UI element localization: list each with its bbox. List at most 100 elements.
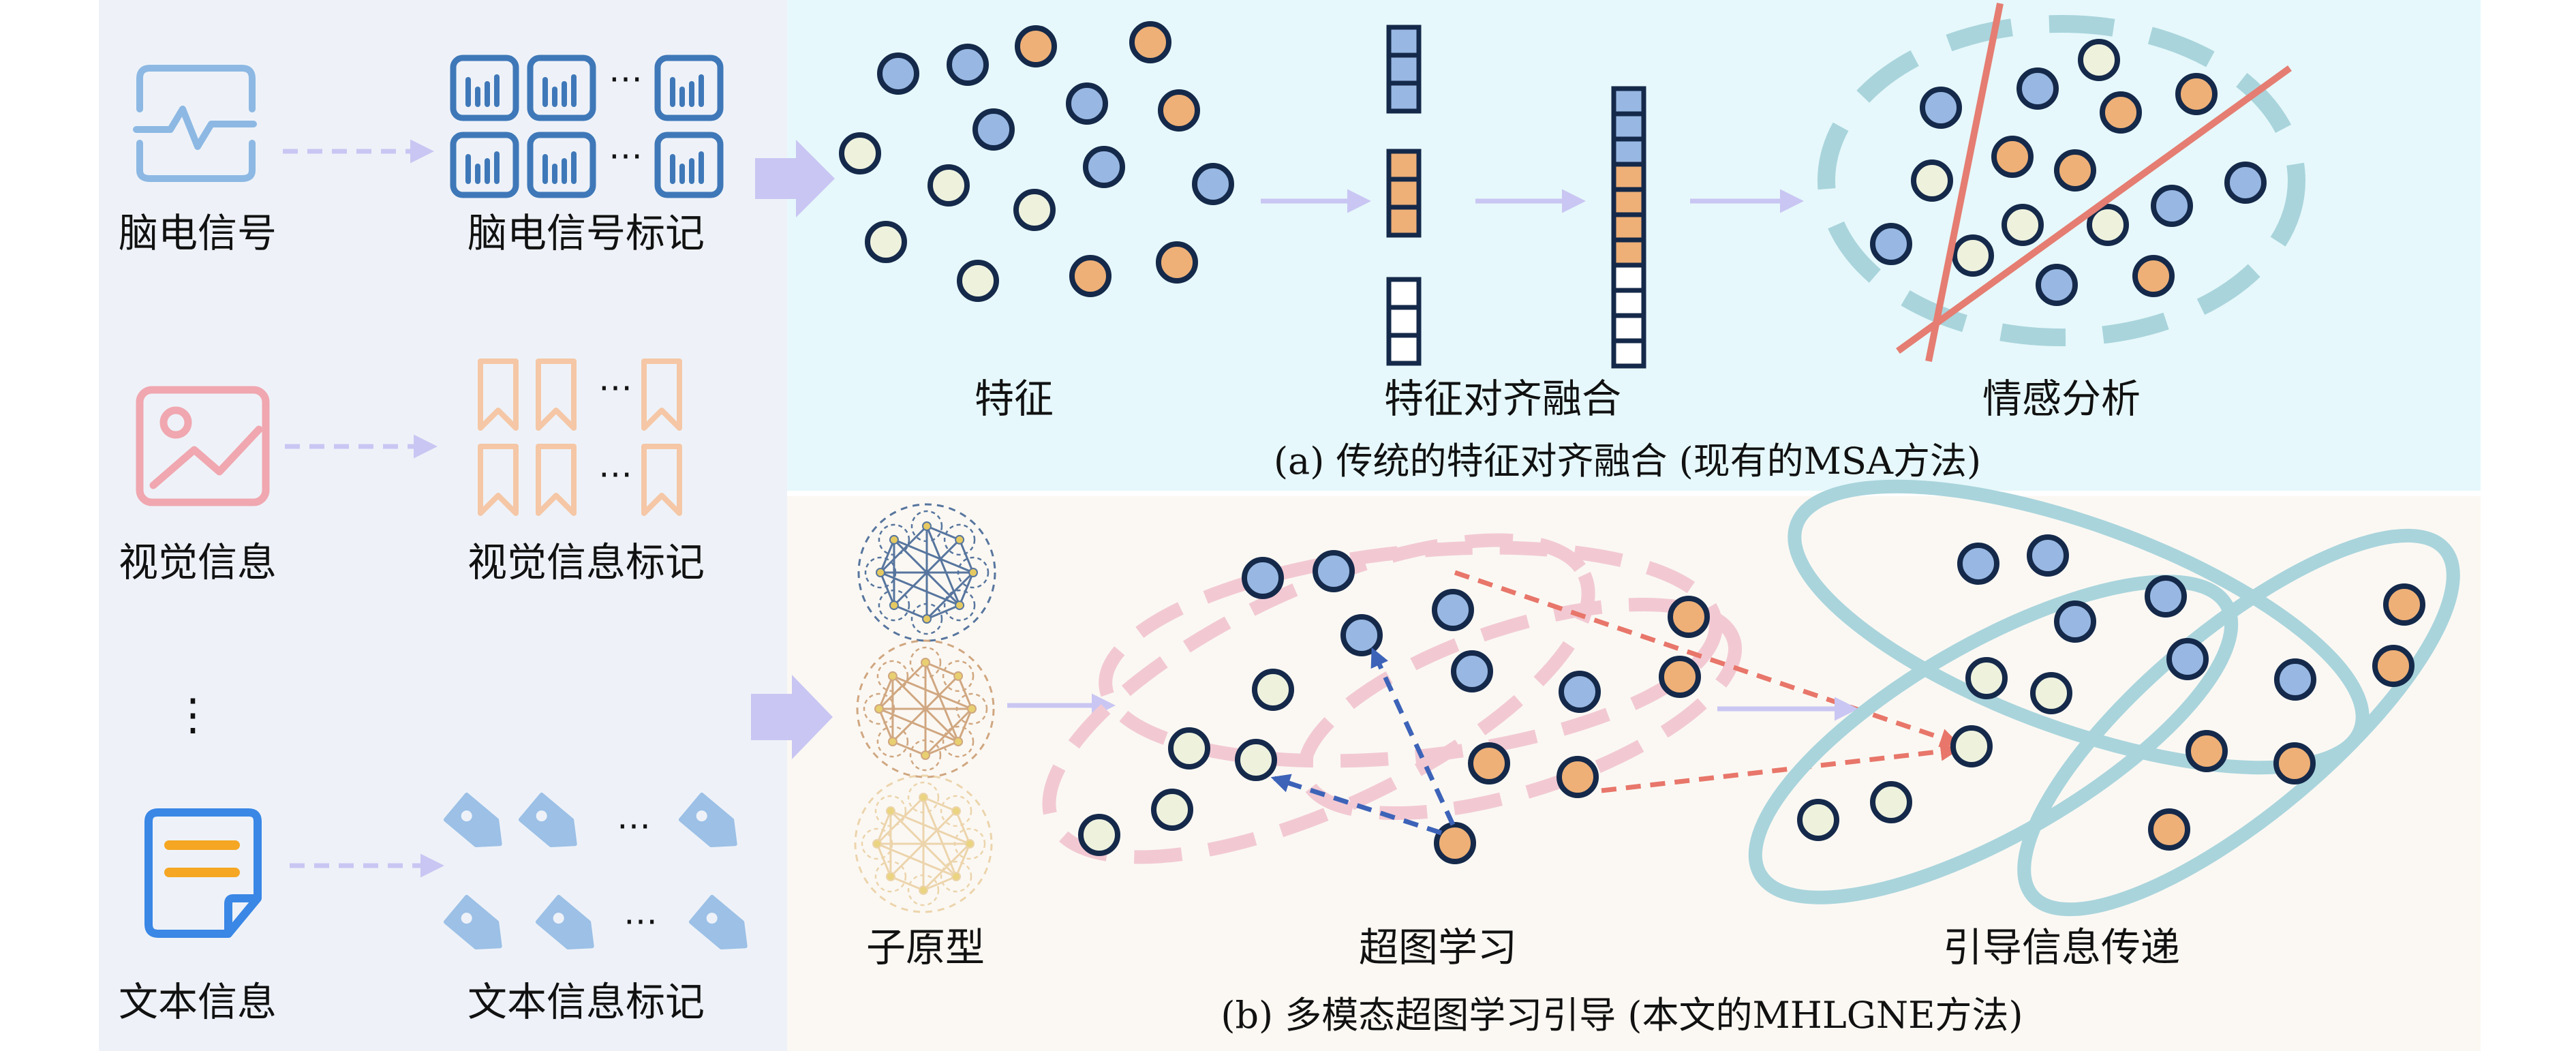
- hypergraph-nodes: [1078, 550, 1710, 864]
- modality-cell: [1386, 277, 1422, 310]
- feature-node-4: [1129, 21, 1171, 63]
- sentiment-node-9: [2224, 162, 2267, 204]
- hypergraph-node-9: [1252, 669, 1294, 711]
- sentiment-node-4: [2100, 91, 2142, 134]
- fused-cell: [1611, 338, 1646, 369]
- guided-node-12: [2186, 730, 2228, 772]
- bar-chart-token-icon: [527, 55, 596, 121]
- bookmark-token-icon: [536, 359, 577, 431]
- eeg-token-ellipsis-1: ⋯: [609, 59, 643, 98]
- alignment-label: 特征对齐融合: [1384, 376, 1621, 422]
- network-graph-icon: [854, 774, 993, 913]
- guided-node-3: [2054, 600, 2096, 643]
- hypergraph-node-14: [1151, 789, 1193, 831]
- price-tag-token-icon: [678, 792, 737, 847]
- fused-cell: [1611, 162, 1646, 192]
- caption-b: (b) 多模态超图学习引导 (本文的MHLGNE方法): [1221, 994, 2023, 1037]
- bookmark-token-icon: [478, 444, 519, 516]
- red-dashed-arrow-2: [1601, 742, 1960, 793]
- feature-node-8: [1158, 89, 1200, 132]
- hypergraph-node-5: [1451, 650, 1493, 692]
- sentiment-node-11: [1952, 234, 1994, 277]
- fused-cell: [1611, 111, 1646, 142]
- visual-info-label: 视觉信息: [119, 539, 277, 585]
- feature-node-3: [1015, 25, 1057, 67]
- modality-feature-columns: [1386, 25, 1422, 366]
- sentiment-node-16: [2132, 255, 2175, 297]
- blue-dashed-arrow-1: [1370, 647, 1456, 826]
- modality-cell: [1386, 149, 1422, 182]
- modality-cell: [1386, 204, 1422, 238]
- sentiment-node-7: [1991, 136, 2034, 178]
- guided-node-6: [2383, 583, 2425, 626]
- hypergraph-node-16: [1434, 822, 1476, 864]
- blue-dashed-arrow-2: [1270, 774, 1443, 836]
- feature-node-9: [927, 164, 970, 207]
- network-graph-icon: [857, 503, 996, 642]
- hypergraph-label: 超图学习: [1359, 924, 1517, 971]
- text-token-ellipsis-1: ⋯: [617, 806, 651, 845]
- big-arrow-top: [755, 140, 835, 217]
- price-tag-token-icon: [688, 894, 748, 949]
- fused-cell: [1611, 212, 1646, 243]
- visual-token-ellipsis-2: ⋯: [598, 454, 632, 493]
- bookmark-token-icon: [641, 444, 682, 516]
- hypergraph-node-12: [1468, 742, 1510, 785]
- eeg-signal-label: 脑电信号: [119, 210, 277, 256]
- feature-node-2: [947, 44, 989, 86]
- sentiment-label: 情感分析: [1982, 376, 2141, 422]
- hypergraph-node-2: [1313, 550, 1355, 592]
- feature-node-7: [1066, 82, 1108, 125]
- price-tag-token-icon: [443, 894, 502, 949]
- bookmark-token-icon: [536, 444, 577, 516]
- guided-node-10: [2030, 672, 2072, 714]
- bar-chart-token-icon: [654, 132, 724, 198]
- guided-node-9: [1965, 657, 2008, 699]
- bar-chart-token-icon: [450, 55, 519, 121]
- guided-node-15: [1797, 799, 1839, 841]
- hypergraph-node-7: [1668, 596, 1710, 638]
- red-dashed-arrow-1: [1454, 570, 1960, 748]
- guided-node-14: [1870, 781, 1912, 823]
- guided-node-1: [1957, 543, 1999, 585]
- guided-node-8: [2274, 658, 2316, 701]
- visual-token-label: 视觉信息标记: [467, 539, 705, 585]
- guided-node-7: [2372, 645, 2414, 687]
- fused-cell: [1611, 313, 1646, 344]
- features-label: 特征: [975, 376, 1054, 422]
- guided-node-2: [2027, 534, 2069, 577]
- sub-prototype-graphs: [854, 503, 996, 913]
- guided-label: 引导信息传递: [1943, 924, 2180, 971]
- feature-node-14: [957, 260, 999, 302]
- sentiment-node-3: [2078, 39, 2120, 81]
- price-tag-token-icon: [443, 792, 502, 847]
- feature-node-10: [1013, 189, 1056, 231]
- fused-cell: [1611, 187, 1646, 217]
- caption-a: (a) 传统的特征对齐融合 (现有的MSA方法): [1274, 440, 1981, 483]
- feature-node-11: [1083, 146, 1125, 188]
- modality-cell: [1386, 25, 1422, 58]
- modality-cell: [1386, 52, 1422, 86]
- bar-chart-token-icon: [654, 55, 724, 121]
- hypergraph-node-3: [1432, 589, 1474, 631]
- image-mountain-icon: [136, 386, 270, 506]
- sentiment-node-13: [2087, 204, 2129, 246]
- sentiment-node-8: [2054, 149, 2096, 192]
- price-tag-token-icon: [518, 792, 577, 847]
- price-tag-token-icon: [535, 894, 594, 949]
- text-info-label: 文本信息: [119, 979, 277, 1025]
- hypergraph-node-11: [1235, 739, 1277, 781]
- sentiment-cluster-ellipse: [1818, 15, 2305, 346]
- modality-cell: [1386, 177, 1422, 210]
- hypergraph-node-1: [1242, 557, 1284, 599]
- feature-node-5: [839, 132, 881, 174]
- sentiment-node-1: [1920, 87, 1962, 129]
- sentiment-node-5: [2175, 73, 2218, 115]
- bookmark-token-icon: [641, 359, 682, 431]
- left-panel: [99, 0, 787, 1051]
- hyperedge-ellipse-3: [1297, 597, 1743, 821]
- fused-cell: [1611, 136, 1646, 167]
- fused-cell: [1611, 86, 1646, 117]
- guided-node-5: [2166, 638, 2209, 680]
